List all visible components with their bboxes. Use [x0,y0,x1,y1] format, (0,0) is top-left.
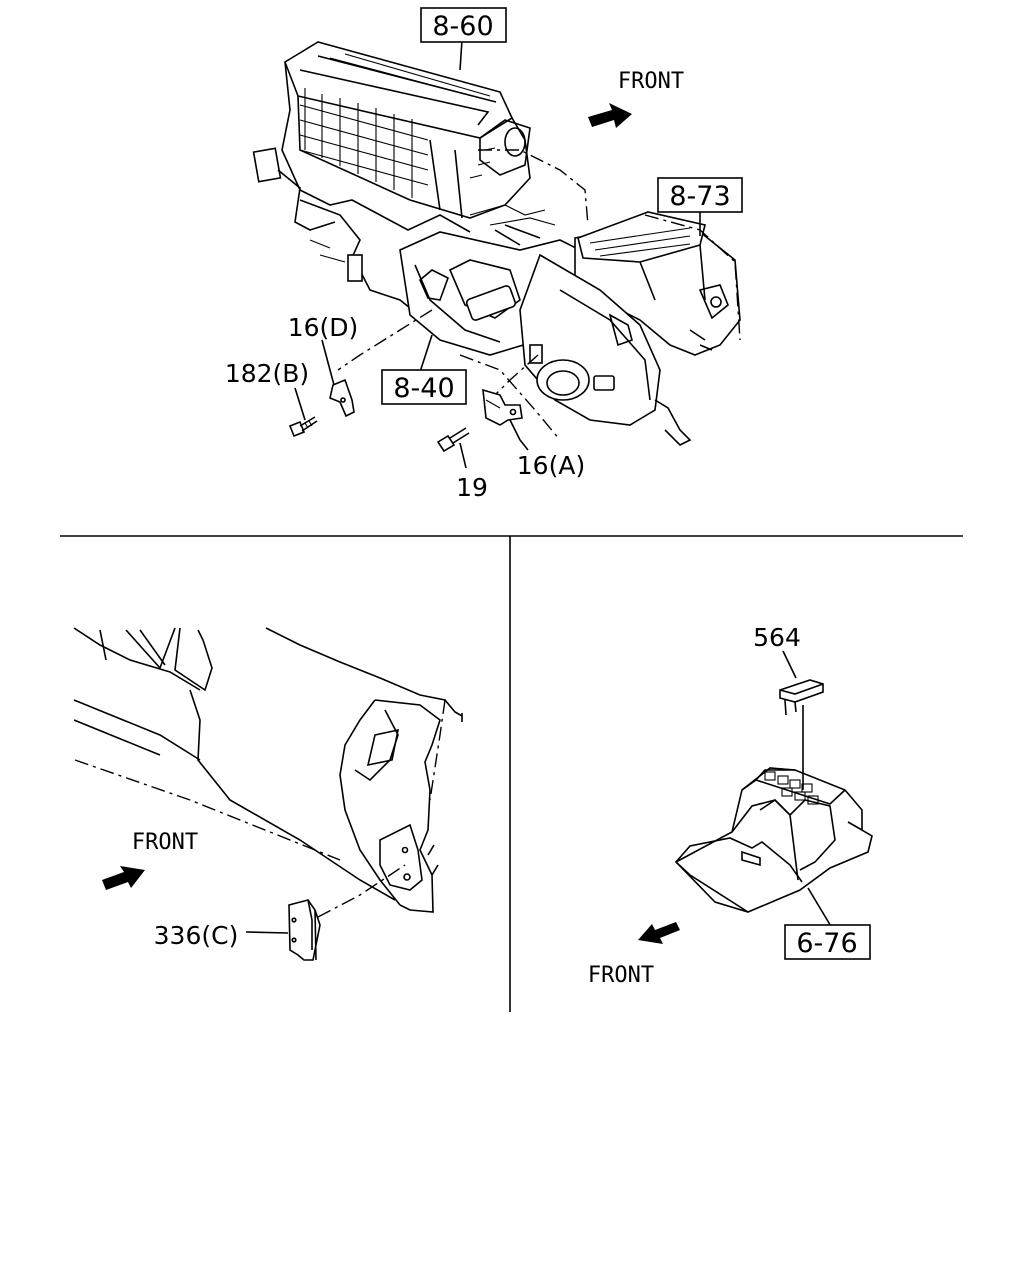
label-564: 564 [753,623,801,652]
console-drawing [674,767,873,913]
front-arrow-bottom-right: FRONT [588,922,680,988]
front-arrow-icon [588,103,632,128]
callout-8-40: 8-40 [381,369,467,405]
label-16a: 16(A) [517,451,585,480]
section-dividers [60,535,963,1012]
svg-text:FRONT: FRONT [588,963,654,988]
top-leader-lines [294,39,701,469]
svg-text:FRONT: FRONT [132,830,198,855]
svg-text:8-60: 8-60 [432,11,493,42]
callout-8-60: 8-60 [420,7,507,43]
callout-8-73: 8-73 [657,177,743,213]
bracket-16d [329,378,355,418]
svg-text:8-73: 8-73 [669,181,730,212]
label-336c: 336(C) [154,921,239,950]
svg-text:8-40: 8-40 [393,373,454,404]
front-arrow-icon [638,922,680,944]
label-19: 19 [456,473,488,502]
screw-182b [288,416,318,438]
dash-panel-drawing [73,627,463,913]
callout-6-76: 6-76 [784,924,871,960]
front-arrow-icon [102,866,145,890]
bottom-right-leaders [782,650,833,929]
cap-564 [779,679,824,716]
bottom-left-leaders [245,864,406,934]
hvac-unit-drawing [252,41,741,446]
screw-19 [436,427,470,453]
svg-text:FRONT: FRONT [618,69,684,94]
label-182b: 182(B) [225,359,309,388]
svg-text:6-76: 6-76 [796,928,857,959]
front-arrow-top: FRONT [588,69,684,128]
front-arrow-bottom-left: FRONT [102,830,198,890]
label-16d: 16(D) [288,313,359,342]
bracket-336c [288,899,321,961]
bracket-16a [482,388,523,426]
